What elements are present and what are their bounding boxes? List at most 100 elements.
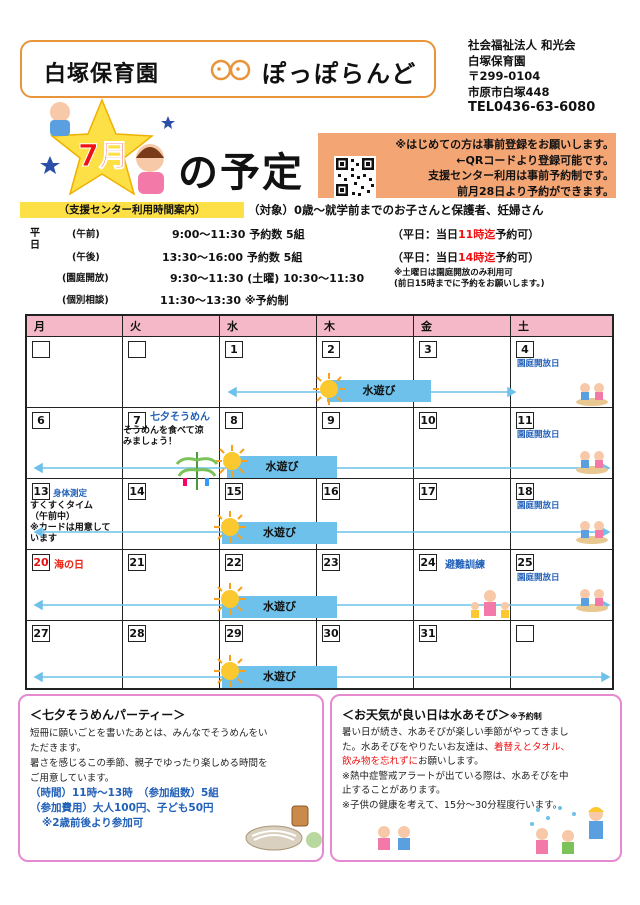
day-number: 10 xyxy=(419,412,437,429)
water-box-body: 暑い日が続き、水あそびが楽しい季節がやってきまし た。水あそびをやりたいお友達は… xyxy=(342,726,620,813)
month-number: 7月 xyxy=(78,139,129,174)
calendar-day-cell: 2 xyxy=(317,337,414,408)
notice-line: 支援センター利用は事前予約制です。 xyxy=(428,169,614,182)
nickname: ぽっぽらんど xyxy=(262,60,418,88)
month-title: の予定 xyxy=(178,150,304,196)
body-line: た。水あそびをやりたいお友達は、着替えとタオル、 xyxy=(342,741,571,753)
schedule-label: (午後) xyxy=(72,252,100,263)
calendar-day-cell: 16 xyxy=(317,479,414,550)
info-line: （時間）11時～13時 （参加組数）5組 xyxy=(30,787,219,799)
info-line: ※2歳前後より参加可 xyxy=(42,817,144,829)
day-number: 21 xyxy=(128,554,146,571)
day-number: 23 xyxy=(322,554,340,571)
schedule-note: （平日：当日11時迄予約可） xyxy=(392,228,540,241)
day-number: 13 xyxy=(32,483,50,500)
organization-info: 社会福祉法人 和光会 白塚保育園 〒299-0104 市原市白塚448 TEL0… xyxy=(468,38,595,116)
calendar-day-cell: 4 xyxy=(511,337,612,408)
org-line1: 社会福祉法人 和光会 xyxy=(468,38,576,52)
water-play-box: ＜お天気が良い日は水あそび＞※予約制 暑い日が続き、水あそびが楽しい季節がやって… xyxy=(330,694,622,862)
day-number: 7 xyxy=(128,412,146,429)
tanabata-label: 七夕そうめん xyxy=(150,412,210,423)
measure-note: （午前中） xyxy=(30,512,76,522)
sun-icon xyxy=(214,511,246,543)
body-line: ご用意しています。 xyxy=(30,773,115,784)
month-star-graphic: 7月 xyxy=(40,98,175,196)
day-number: 4 xyxy=(516,341,534,358)
water-play-illustration-icon xyxy=(530,806,604,854)
schedule-note: (前日15時までに予約をお願いします。) xyxy=(394,279,545,289)
calendar-day-cell: 13 xyxy=(27,479,123,550)
tanabata-note: そうめんを食べて涼 xyxy=(123,426,204,436)
sun-icon xyxy=(216,445,248,477)
sun-icon xyxy=(214,583,246,615)
day-number: 15 xyxy=(225,483,243,500)
evacuation-label: 避難訓練 xyxy=(445,560,485,571)
day-number xyxy=(516,625,534,642)
tanabata-box-title: ＜七夕そうめんパーティー＞ xyxy=(30,708,186,722)
calendar-day-cell: 8 xyxy=(220,408,317,479)
qr-code-icon[interactable] xyxy=(334,156,376,198)
body-line: 暑い日が続き、水あそびが楽しい季節がやってきまし xyxy=(342,727,569,738)
org-tel: TEL0436-63-6080 xyxy=(468,100,596,115)
schedule-label: (個別相談) xyxy=(62,295,109,306)
calendar-day-cell: 30 xyxy=(317,621,414,688)
org-line2: 白塚保育園 xyxy=(468,53,526,68)
calendar-day-cell: 22 xyxy=(220,550,317,621)
day-number: 28 xyxy=(128,625,146,642)
body-line: 短冊に願いごとを書いたあとは、みんなでそうめんをい xyxy=(30,728,268,739)
calendar-day-cell: 20 xyxy=(27,550,123,621)
day-number: 14 xyxy=(128,483,146,500)
day-number xyxy=(32,341,50,358)
schedule-label: (園庭開放) xyxy=(62,273,109,284)
weekday-header: 火 xyxy=(123,316,220,337)
water-play-bar: 水遊び xyxy=(222,666,337,688)
body-line: 止することがあります。 xyxy=(342,785,446,796)
day-number: 29 xyxy=(225,625,243,642)
day-number: 8 xyxy=(225,412,243,429)
calendar-day-cell xyxy=(511,621,612,688)
day-number: 20 xyxy=(32,554,50,571)
calendar-day-cell: 14 xyxy=(123,479,220,550)
weekday-header: 月 xyxy=(27,316,123,337)
weekday-header: 水 xyxy=(220,316,317,337)
calendar-day-cell: 28 xyxy=(123,621,220,688)
calendar-day-cell: 27 xyxy=(27,621,123,688)
body-line: 暑さを感じるこの季節、親子でゆったり楽しめる時間を xyxy=(30,758,268,769)
children-sandbox-icon xyxy=(576,589,608,612)
day-number: 9 xyxy=(322,412,340,429)
calendar-day-cell: 24 xyxy=(414,550,511,621)
children-sandbox-icon xyxy=(576,451,608,474)
sun-icon xyxy=(313,373,345,405)
garden-open-label: 園庭開放日 xyxy=(517,573,560,583)
day-number: 1 xyxy=(225,341,243,358)
calendar-day-cell: 3 xyxy=(414,337,511,408)
calendar-day-cell: 31 xyxy=(414,621,511,688)
day-number xyxy=(128,341,146,358)
measure-note: ※カードは用意して xyxy=(30,523,111,533)
water-play-bar: 水遊び xyxy=(222,596,337,618)
day-number: 2 xyxy=(322,341,340,358)
weekday-header: 木 xyxy=(317,316,414,337)
day-number: 3 xyxy=(419,341,437,358)
measure-note: すくすくタイム xyxy=(30,501,93,511)
sun-icon xyxy=(214,655,246,687)
measure-label: 身体測定 xyxy=(53,489,88,499)
holiday-label: 海の日 xyxy=(54,560,84,571)
day-number: 25 xyxy=(516,554,534,571)
org-postal: 〒299-0104 xyxy=(468,69,541,83)
tanabata-box-body: 短冊に願いごとを書いたあとは、みんなでそうめんをい ただきます。 暑さを感じるこ… xyxy=(30,726,320,831)
calendar-day-cell xyxy=(27,337,123,408)
somen-illustration-icon xyxy=(245,805,322,851)
calendar-day-cell: 21 xyxy=(123,550,220,621)
calendar-day-cell: 7 xyxy=(123,408,220,479)
garden-open-label: 園庭開放日 xyxy=(517,430,560,440)
weekday-header: 金 xyxy=(414,316,511,337)
body-line: ただきます。 xyxy=(30,743,87,754)
logo-icon xyxy=(210,59,251,81)
calendar-day-cell: 11 xyxy=(511,408,612,479)
calendar-day-cell: 18 xyxy=(511,479,612,550)
water-play-bar: 水遊び xyxy=(227,456,337,478)
calendar-day-cell: 17 xyxy=(414,479,511,550)
schedule-label: (午前) xyxy=(72,229,100,240)
